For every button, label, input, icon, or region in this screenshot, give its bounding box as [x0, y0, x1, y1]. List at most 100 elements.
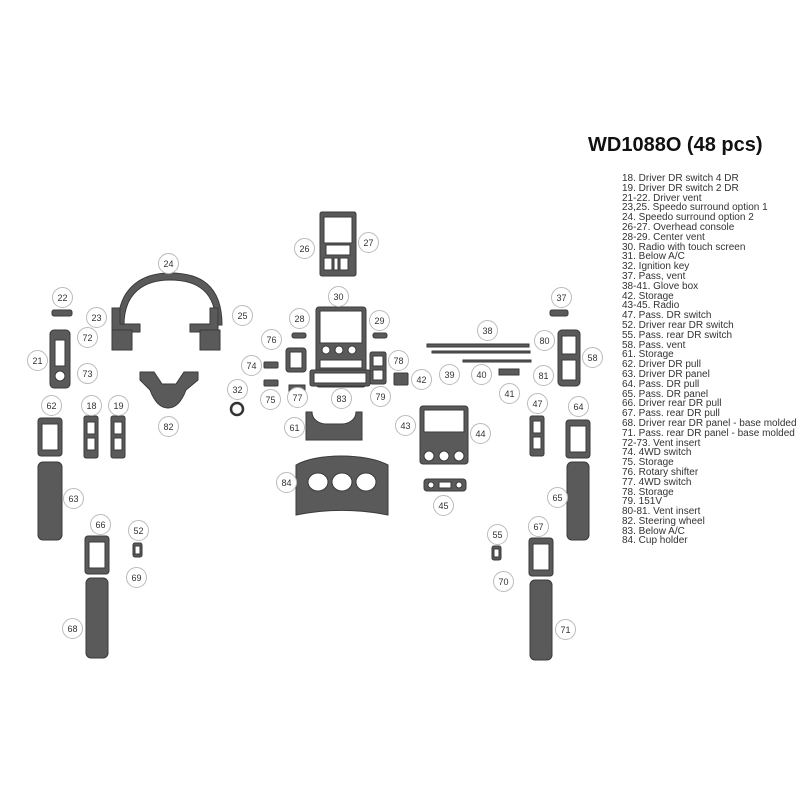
legend-item: 65. Pass. DR panel: [622, 388, 709, 400]
part-65: [566, 461, 590, 541]
legend-item: 18. Driver DR switch 4 DR: [622, 173, 739, 184]
part-24-speedo-surround: [117, 272, 223, 326]
legend-item: 75. Storage: [622, 457, 674, 469]
callout-43: 43: [395, 415, 416, 436]
legend-item: 80-81. Vent insert: [622, 506, 701, 518]
callout-63: 63: [63, 488, 84, 509]
callout-23: 23: [86, 307, 107, 328]
legend-item: 62. Driver DR pull: [622, 359, 701, 371]
callout-45: 45: [433, 495, 454, 516]
callout-22: 22: [52, 287, 73, 308]
callout-64: 64: [568, 396, 589, 417]
callout-26: 26: [294, 238, 315, 259]
part-28: [291, 332, 307, 339]
part-41: [498, 368, 520, 376]
callout-82: 82: [158, 416, 179, 437]
part-74: [263, 361, 279, 369]
callout-38: 38: [477, 320, 498, 341]
legend-item: 68. Driver rear DR panel - base molded: [622, 417, 797, 429]
legend-item: 47. Pass. DR switch: [622, 310, 712, 322]
legend-item: 58. Pass. vent: [622, 339, 686, 351]
legend-item: 21-22. Driver vent: [622, 192, 702, 204]
callout-80: 80: [534, 330, 555, 351]
callout-69: 69: [126, 567, 147, 588]
part-71: [529, 579, 553, 661]
legend-item: 28-29. Center vent: [622, 231, 705, 243]
legend-item: 61. Storage: [622, 349, 674, 361]
callout-25: 25: [232, 305, 253, 326]
legend-item: 55. Pass. rear DR switch: [622, 329, 733, 341]
callout-73: 73: [77, 363, 98, 384]
legend-item: 71. Pass. rear DR panel - base molded: [622, 427, 795, 439]
part-23-lower: [111, 329, 133, 351]
callout-47: 47: [527, 393, 548, 414]
part-29: [372, 332, 388, 339]
callout-41: 41: [499, 383, 520, 404]
callout-55: 55: [487, 524, 508, 545]
part-22: [51, 309, 73, 317]
part-25-lower: [199, 329, 221, 351]
legend-item: 78. Storage: [622, 486, 674, 498]
legend-item: 76. Rotary shifter: [622, 466, 699, 478]
legend-item: 63. Driver DR panel: [622, 368, 710, 380]
callout-40: 40: [471, 364, 492, 385]
callout-70: 70: [493, 571, 514, 592]
part-23: [111, 307, 141, 333]
callout-77: 77: [287, 387, 308, 408]
callout-71: 71: [555, 619, 576, 640]
callout-66: 66: [90, 514, 111, 535]
legend-item: 74. 4WD switch: [622, 447, 692, 459]
callout-24: 24: [158, 253, 179, 274]
callout-21: 21: [27, 350, 48, 371]
legend-item: 19. Driver DR switch 2 DR: [622, 182, 739, 194]
legend-item: 31. Below A/C: [622, 251, 685, 263]
part-38: [426, 343, 530, 348]
callout-84: 84: [276, 472, 297, 493]
callout-76: 76: [261, 329, 282, 350]
callout-68: 68: [62, 618, 83, 639]
callout-74: 74: [241, 355, 262, 376]
part-40: [462, 359, 532, 363]
kit-title: WD1088O (48 pcs): [588, 134, 763, 156]
callout-29: 29: [369, 310, 390, 331]
callout-18: 18: [81, 395, 102, 416]
legend-item: 66. Driver rear DR pull: [622, 398, 722, 410]
callout-67: 67: [528, 516, 549, 537]
legend-item: 52. Driver rear DR switch: [622, 319, 734, 331]
callout-83: 83: [331, 388, 352, 409]
callout-81: 81: [533, 365, 554, 386]
callout-28: 28: [289, 308, 310, 329]
callout-75: 75: [260, 389, 281, 410]
callout-39: 39: [439, 364, 460, 385]
legend-item: 26-27. Overhead console: [622, 221, 735, 233]
callout-27: 27: [358, 232, 379, 253]
part-32: [229, 401, 245, 417]
callout-58: 58: [582, 347, 603, 368]
legend-item: 82. Steering wheel: [622, 515, 705, 527]
part-37: [549, 309, 569, 317]
legend-item: 24. Speedo surround option 2: [622, 212, 754, 224]
callout-65: 65: [547, 487, 568, 508]
part-42: [393, 372, 409, 386]
legend-item: 72-73. Vent insert: [622, 437, 701, 449]
callout-52: 52: [128, 520, 149, 541]
legend-item: 42. Storage: [622, 290, 674, 302]
legend-item: 23,25. Speedo surround option 1: [622, 202, 768, 214]
part-68: [85, 577, 109, 659]
legend-item: 37. Pass, vent: [622, 270, 686, 282]
callout-42: 42: [411, 369, 432, 390]
legend-item: 32. Ignition key: [622, 261, 690, 273]
callout-19: 19: [108, 395, 129, 416]
callout-44: 44: [470, 423, 491, 444]
legend-item: 84. Cup holder: [622, 535, 688, 547]
legend-item: 67. Pass. rear DR pull: [622, 408, 720, 420]
callout-30: 30: [328, 286, 349, 307]
legend-item: 43-45. Radio: [622, 300, 680, 312]
part-39: [431, 350, 531, 354]
part-82: [139, 371, 199, 409]
callout-61: 61: [284, 417, 305, 438]
callout-32: 32: [227, 379, 248, 400]
